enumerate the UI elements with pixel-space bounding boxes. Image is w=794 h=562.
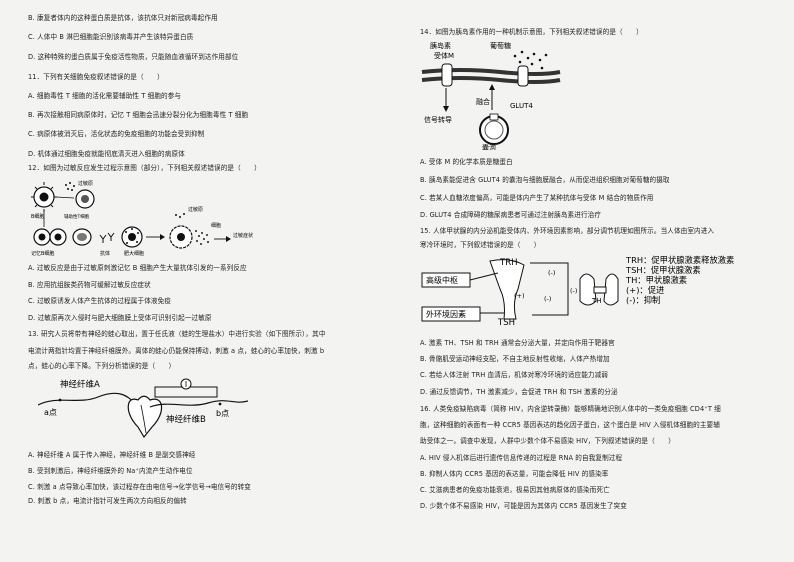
q13-stem-line-3: 点，蛙心的心率下降。下列分析错误的是（ ） xyxy=(28,362,176,370)
q16-stem-line-1: 16. 人类免疫缺陷病毒（简称 HIV，内含逆转录酶）能够精确地识别人体中的一类… xyxy=(420,405,721,413)
q13-option-b: B. 受到刺激后，神经纤维膜外的 Na⁺内流产生动作电位 xyxy=(28,467,193,475)
feedback-line xyxy=(530,262,569,316)
label-signal: 信号转导 xyxy=(424,115,452,124)
nerve-b-fiber xyxy=(149,400,248,408)
label-point-b: b点 xyxy=(216,409,229,418)
q11-option-d: D. 机体通过细胞免疫就能彻底清灭进入细胞的病原体 xyxy=(28,150,185,158)
legend-inhibit: (-)：抑制 xyxy=(626,295,660,305)
q14-stem: 14．如图为胰岛素作用的一种机制示意图，下列相关叙述错误的是（ ） xyxy=(420,28,643,36)
label-fusion: 融合 xyxy=(476,97,490,106)
plasma-cell-icon xyxy=(72,228,92,246)
q13-stem-line-2: 电流计两指针均置于神经纤维膜外。离体的蛙心仍能保持搏动，刺激 a 点，蛙心的心率… xyxy=(28,347,325,355)
label-th: TH xyxy=(591,297,602,305)
label-mast-cell: 肥大细胞 xyxy=(124,250,144,257)
label-nerve-b: 神经纤维B xyxy=(166,414,206,425)
label-b-cell: B细胞 xyxy=(31,213,44,220)
q12-option-c: C. 过敏原诱发人体产生抗体的过程属于体液免疫 xyxy=(28,297,171,305)
legend: TRH：促甲状腺激素释放激素 TSH：促甲状腺激素 TH：甲状腺激素 (+)：促… xyxy=(625,255,734,305)
allergen-dots-icon xyxy=(65,182,75,191)
label-tsh: TSH xyxy=(497,318,515,328)
allergen-dots-2-icon xyxy=(175,213,185,218)
label-receptor-m: 受体M xyxy=(434,51,454,60)
b-cell-icon xyxy=(31,182,57,212)
q16-stem-line-3: 助受体之一。调查中发现，人群中少数个体不易感染 HIV，下列叙述错误的是（ ） xyxy=(420,437,675,445)
q15-stem-line-1: 15. 人体甲状腺的内分泌机能受体内、外环境因素影响，部分调节机理如图所示。当人… xyxy=(420,227,715,235)
q10-option-b: B. 康复者体内的这种蛋白质是抗体，该抗体只对新冠病毒起作用 xyxy=(28,14,218,22)
q14-option-b: B. 胰岛素能促进含 GLUT4 的囊泡与细胞膜融合，从而促进组织细胞对葡萄糖的… xyxy=(420,176,670,184)
mast-cell-icon xyxy=(121,226,143,248)
label-minus-3: (-) xyxy=(570,287,577,295)
label-helper-t: 辅助性T细胞 xyxy=(64,213,90,220)
q11-option-a: A. 细胞毒性 T 细胞的活化需要辅助性 T 细胞的参与 xyxy=(28,92,182,100)
label-higher-center: 高级中枢 xyxy=(426,275,458,285)
label-allergen-2: 过敏原 xyxy=(188,206,203,213)
label-plus: (+) xyxy=(514,292,525,300)
q11-option-b: B. 再次接触相同病原体时，记忆 T 细胞会迅速分裂分化为细胞毒性 T 细胞 xyxy=(28,111,249,119)
glucose-dots-icon xyxy=(513,50,548,70)
q13-option-d: D. 刺激 b 点，电流计指针可发生两次方向相反的偏转 xyxy=(28,497,187,505)
label-allergen-1: 过敏原 xyxy=(78,180,93,187)
legend-promote: (+)：促进 xyxy=(626,285,664,295)
degranulating-cell-icon xyxy=(169,225,209,249)
label-cell: 细胞 xyxy=(211,222,221,229)
q15-option-d: D. 通过反馈调节，TH 激素减少，会促进 TRH 和 TSH 激素的分泌 xyxy=(420,388,618,396)
receptor-icon xyxy=(441,63,453,87)
q11-stem: 11．下列有关细胞免疫叙述错误的是（ ） xyxy=(28,73,164,81)
label-memory-b: 记忆B细胞 xyxy=(31,250,54,257)
legend-th: TH：甲状腺激素 xyxy=(625,275,687,285)
frog-heart-diagram: 神经纤维A a点 神经纤维B b点 xyxy=(38,378,248,439)
vesicle-icon xyxy=(479,113,509,145)
label-glucose: 葡萄糖 xyxy=(490,41,511,50)
q10-option-d: D. 这种特殊的蛋白质属于免疫活性物质，只能随血液循环到达作用部位 xyxy=(28,53,239,61)
arrow-line-icon xyxy=(55,196,75,199)
q13-option-a: A. 神经纤维 A 属于传入神经，神经纤维 B 是副交感神经 xyxy=(28,451,196,459)
label-glut4: GLUT4 xyxy=(510,102,533,110)
label-minus-1: (-) xyxy=(548,269,555,277)
label-point-a: a点 xyxy=(44,408,57,417)
q12-option-b: B. 应用抗组胺类药物可缓解过敏反应症状 xyxy=(28,281,151,289)
q14-option-d: D. GLUT4 合成障碍的糖尿病患者可通过注射胰岛素进行治疗 xyxy=(420,211,602,219)
thyroid-gland-icon xyxy=(579,273,619,306)
q10-option-c: C. 人体中 B 淋巴细胞能识别该病毒并产生该特异蛋白质 xyxy=(28,33,194,41)
legend-trh: TRH：促甲状腺激素释放激素 xyxy=(625,255,734,265)
q12-option-a: A. 过敏反应是由于过敏原刺激记忆 B 细胞产生大量抗体引发的一系列反应 xyxy=(28,264,247,272)
pituitary-icon xyxy=(489,259,525,320)
thyroid-regulation-diagram: 高级中枢 外环境因素 TRH TSH (+) (-) (-) (-) TH TR… xyxy=(421,255,734,328)
q16-option-a: A. HIV 侵入机体后进行遗传信息传递的过程是 RNA 的自我复制过程 xyxy=(420,454,623,462)
label-insulin: 胰岛素 xyxy=(430,41,451,50)
q15-option-a: A. 激素 TH、TSH 和 TRH 通常会分泌大量，并定向作用于靶器官 xyxy=(420,339,615,347)
q12-option-d: D. 过敏原再次入侵时与肥大细胞膜上受体可识别引起一过敏原 xyxy=(28,314,212,322)
antibody-icon xyxy=(99,232,115,243)
glut4-channel-icon xyxy=(517,65,529,87)
memory-b-cell-icon xyxy=(33,228,67,246)
allergy-diagram: B细胞 过敏原 辅助性T细胞 记忆B细胞 xyxy=(31,180,253,257)
environment-box xyxy=(421,306,481,322)
legend-tsh: TSH：促甲状腺激素 xyxy=(625,265,701,275)
label-vesicle: 囊泡 xyxy=(482,143,496,150)
label-minus-2: (-) xyxy=(544,295,551,303)
heart-icon xyxy=(127,395,163,439)
insulin-mechanism-diagram: 胰岛素 受体M 葡萄糖 信号转导 融合 GLUT4 囊泡 xyxy=(421,41,561,150)
label-symptom: 过敏症状 xyxy=(233,232,253,239)
nerve-a-fiber xyxy=(38,392,137,406)
q14-option-c: C. 若某人血糖浓度偏高，可能是体内产生了某种抗体与受体 M 结合的物质作用 xyxy=(420,194,654,202)
q16-option-b: B. 抑制人体内 CCR5 基因的表达量，可能会降低 HIV 的感染率 xyxy=(420,470,609,478)
q13-option-c: C. 刺激 a 点导致心率加快，该过程存在由电信号→化学信号→电信号的转变 xyxy=(28,483,251,491)
q15-stem-line-2: 寒冷环境时，下列叙述错误的是（ ） xyxy=(420,241,541,249)
label-trh: TRH xyxy=(499,258,518,268)
helper-t-cell-icon xyxy=(75,189,95,209)
label-environment: 外环境因素 xyxy=(426,309,466,319)
q16-stem-line-2: 胞，这种细胞的表面有一种 CCR5 基因表达的趋化因子蛋白，这个蛋白是 HIV … xyxy=(420,421,720,429)
q16-option-d: D. 少数个体不易感染 HIV，可能是因为其体内 CCR5 基因发生了突变 xyxy=(420,502,627,510)
q12-stem: 12．如图为过敏反应发生过程示意图（部分），下列相关叙述错误的是（ ） xyxy=(28,164,261,172)
q15-option-b: B. 骨骼肌受运动神经支配，不自主地反射性收缩，人体产热增加 xyxy=(420,355,610,363)
label-antibody: 抗体 xyxy=(100,250,110,257)
q11-option-c: C. 病原体被消灭后，活化状态的免疫细胞的功能会受到抑制 xyxy=(28,130,205,138)
q16-option-c: C. 艾滋病患者的免疫功能衰退，极易因其他病原体的感染而死亡 xyxy=(420,486,610,494)
label-nerve-a: 神经纤维A xyxy=(60,379,100,390)
q15-option-c: C. 若给人体注射 TRH 血清后，机体对寒冷环境的适应能力减弱 xyxy=(420,371,609,379)
q14-option-a: A. 受体 M 的化学本质是糖蛋白 xyxy=(420,158,513,166)
q13-stem-line-1: 13. 研究人员将带有神经的蛙心取出，置于任氏液（蛙的生理盐水）中进行实验（如下… xyxy=(28,330,326,338)
